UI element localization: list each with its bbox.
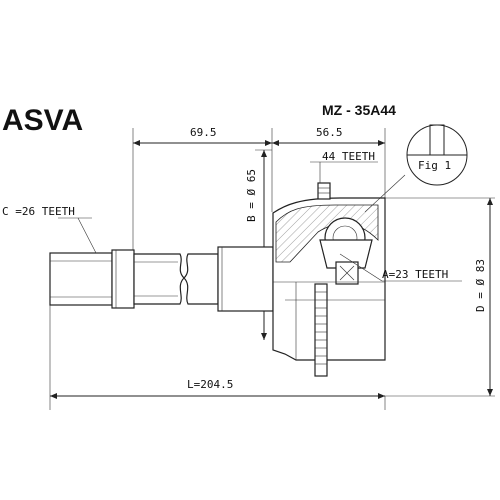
d-diameter-dimension-line [385,197,495,397]
joint-length-dimension: 56.5 [316,126,343,139]
abs-ring-teeth-label: 44 TEETH [322,150,375,163]
d-diameter-label: D = Ø 83 [474,259,487,312]
total-length-dimension-line [49,300,386,410]
b-diameter-label: B = Ø 65 [245,169,258,222]
figure-label: Fig 1 [418,159,451,172]
shaft-length-dimension: 69.5 [190,126,217,139]
total-length-label: L=204.5 [187,378,233,391]
spline-shaft [49,246,274,312]
part-number: MZ - 35A44 [322,102,396,118]
figure-badge: Fig 1 [406,124,468,186]
inner-spline-teeth-label: A=23 TEETH [382,268,448,281]
brand-logo-text: ASVA [2,104,83,137]
top-dimension-lines [132,128,386,250]
leader-lines [58,161,462,282]
abs-tone-ring [314,283,328,377]
cv-joint-housing [272,182,386,361]
outer-spline-teeth-label: C =26 TEETH [2,205,75,218]
